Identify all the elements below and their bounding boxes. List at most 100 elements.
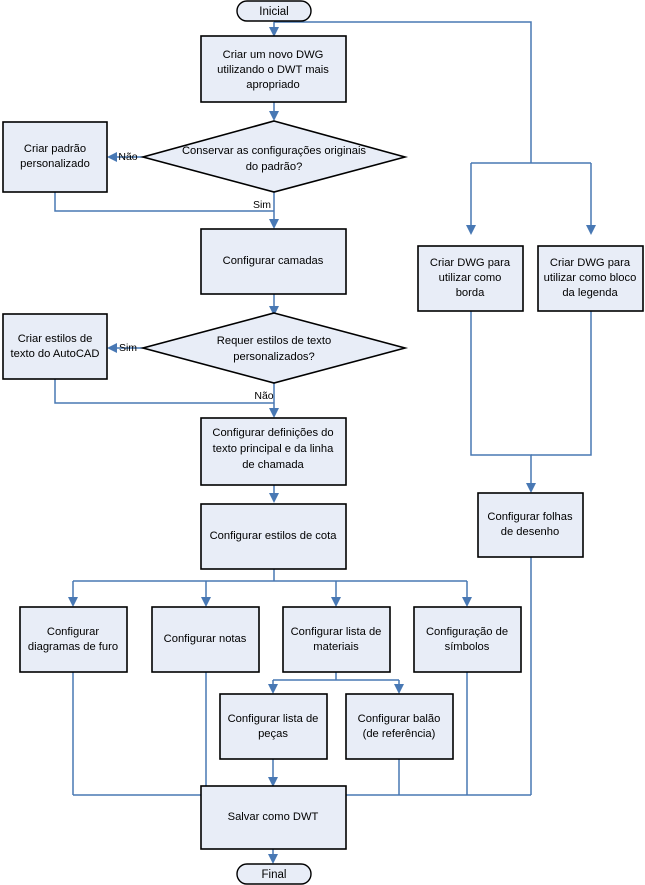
node-decision-conservar-line-1: Conservar as configurações originais xyxy=(182,145,366,157)
arrow-to-salvar-dwt xyxy=(268,777,278,787)
node-decision-conservar-line-2: do padrão? xyxy=(246,161,303,173)
node-criar-padrao-line-2: personalizado xyxy=(20,158,90,170)
arrow-to-balao xyxy=(394,684,404,694)
arrow-decision1-nao xyxy=(107,152,117,162)
node-salvar-dwt-shape xyxy=(200,785,347,850)
connector-dwg-legenda-down xyxy=(531,311,592,456)
node-estilos-cota[interactable]: Configurar estilos de cota xyxy=(200,503,347,570)
connector-inicial-to-right-branch xyxy=(274,21,532,163)
node-decision-conservar-config[interactable]: Conservar as configurações originais do … xyxy=(139,120,409,193)
node-definicoes-texto-line-2: texto principal e da linha xyxy=(213,443,334,455)
arrow-to-notas xyxy=(201,597,211,607)
connector-rightsplit xyxy=(470,162,592,228)
node-dwg-borda[interactable]: Criar DWG para utilizar como borda xyxy=(417,245,524,312)
connector-criarpadrao-rejoin xyxy=(54,192,274,212)
node-configurar-camadas-line-1: Configurar camadas xyxy=(223,255,324,267)
node-dwg-borda-line-1: Criar DWG para xyxy=(430,257,511,269)
node-criar-padrao-line-1: Criar padrão xyxy=(24,143,86,155)
node-definicoes-texto-shape xyxy=(200,417,347,486)
arrow-to-folhas-desenho xyxy=(526,483,536,493)
edge-label-conservar-nao: Não xyxy=(118,151,137,163)
terminator-end-label: Final xyxy=(262,869,287,881)
node-criar-estilos-texto-line-2: texto do AutoCAD xyxy=(11,348,100,360)
node-simbolos-line-1: Configuração de xyxy=(426,626,508,638)
node-lista-materiais[interactable]: Configurar lista de materiais xyxy=(282,606,391,673)
node-balao-line-1: Configurar balão xyxy=(358,713,441,725)
arrow-camadas-to-decision2 xyxy=(269,306,279,316)
connector-estilostexto-rejoin xyxy=(54,379,274,404)
node-criar-estilos-texto-line-1: Criar estilos de xyxy=(18,333,93,345)
connector-dwg-borda-down xyxy=(470,311,532,487)
arrow-to-lista-pecas xyxy=(268,684,278,694)
node-folhas-desenho-line-2: de desenho xyxy=(501,526,559,538)
arrow-to-diagramas-furo xyxy=(68,597,78,607)
node-diagramas-furo-line-1: Configurar xyxy=(47,626,100,638)
edge-label-requer-nao: Não xyxy=(254,390,273,402)
node-definicoes-texto-line-3: de chamada xyxy=(242,459,304,471)
node-salvar-dwt[interactable]: Salvar como DWT xyxy=(200,785,347,850)
node-balao[interactable]: Configurar balão (de referência) xyxy=(345,693,454,760)
node-decision-requer-estilos[interactable]: Requer estilos de texto personalizados? xyxy=(139,312,409,384)
node-lista-pecas[interactable]: Configurar lista de peças xyxy=(219,693,328,760)
node-criar-dwg-line-1: Criar um novo DWG xyxy=(223,49,324,61)
arrow-to-lista-materiais xyxy=(331,597,341,607)
arrow-criardwg-to-decision1 xyxy=(269,111,279,121)
node-definicoes-texto-line-1: Configurar definições do xyxy=(212,427,333,439)
arrow-to-simbolos xyxy=(462,597,472,607)
node-terminator-end[interactable]: Final xyxy=(236,863,312,885)
node-configurar-camadas[interactable]: Configurar camadas xyxy=(200,228,347,295)
arrow-to-dwg-borda xyxy=(466,225,476,235)
node-lista-pecas-shape xyxy=(219,693,328,760)
node-simbolos-line-2: símbolos xyxy=(445,641,490,653)
node-lista-pecas-line-1: Configurar lista de xyxy=(228,713,319,725)
connector-cota-fanout-bus xyxy=(72,569,468,601)
node-simbolos[interactable]: Configuração de símbolos xyxy=(413,606,522,673)
node-estilos-cota-line-1: Configurar estilos de cota xyxy=(210,530,338,542)
node-dwg-borda-shape xyxy=(417,245,524,312)
node-criar-estilos-texto-shape xyxy=(2,313,108,380)
node-lista-materiais-shape xyxy=(282,606,391,673)
node-criar-dwg-line-3: apropriado xyxy=(246,79,300,91)
node-notas[interactable]: Configurar notas xyxy=(151,606,260,673)
node-diagramas-furo[interactable]: Configurar diagramas de furo xyxy=(19,606,128,673)
node-criar-estilos-texto[interactable]: Criar estilos de texto do AutoCAD xyxy=(2,313,108,380)
node-estilos-cota-shape xyxy=(200,503,347,570)
connector-layer xyxy=(54,21,596,864)
node-balao-shape xyxy=(345,693,454,760)
node-diagramas-furo-line-2: diagramas de furo xyxy=(28,641,118,653)
node-folhas-desenho-line-1: Configurar folhas xyxy=(487,511,573,523)
node-diagramas-furo-shape xyxy=(19,606,128,673)
edge-label-requer-sim: Sim xyxy=(119,342,137,354)
node-definicoes-texto[interactable]: Configurar definições do texto principal… xyxy=(200,417,347,486)
node-criar-padrao[interactable]: Criar padrão personalizado xyxy=(2,121,108,193)
terminator-start-shape xyxy=(236,0,312,22)
node-decision-conservar-shape xyxy=(139,120,409,193)
arrow-to-definicoes-texto xyxy=(269,408,279,418)
arrow-to-dwg-legenda xyxy=(586,225,596,235)
node-terminator-start[interactable]: Inicial xyxy=(236,0,312,22)
node-decision-requer-line-1: Requer estilos de texto xyxy=(217,335,331,347)
node-criar-dwg-shape xyxy=(200,35,347,103)
node-folhas-desenho-shape xyxy=(477,492,584,558)
node-lista-materiais-line-1: Configurar lista de xyxy=(291,626,382,638)
node-dwg-legenda[interactable]: Criar DWG para utilizar como bloco da le… xyxy=(537,245,644,312)
node-notas-line-1: Configurar notas xyxy=(164,633,247,645)
arrow-inicial-to-criardwg xyxy=(269,27,279,37)
terminator-start-label: Inicial xyxy=(259,6,288,18)
node-folhas-desenho[interactable]: Configurar folhas de desenho xyxy=(477,492,584,558)
node-configurar-camadas-shape xyxy=(200,228,347,295)
terminator-end-shape xyxy=(236,863,312,885)
connector-materiais-split xyxy=(272,672,400,688)
node-decision-requer-shape xyxy=(139,312,409,384)
node-dwg-borda-line-3: borda xyxy=(456,287,485,299)
node-dwg-legenda-line-1: Criar DWG para xyxy=(550,257,631,269)
node-lista-pecas-line-2: peças xyxy=(258,728,288,740)
node-balao-line-2: (de referência) xyxy=(363,728,436,740)
node-salvar-dwt-line-1: Salvar como DWT xyxy=(228,811,319,823)
node-criar-padrao-shape xyxy=(2,121,108,193)
node-dwg-borda-line-2: utilizar como xyxy=(439,272,502,284)
node-criar-dwg[interactable]: Criar um novo DWG utilizando o DWT mais … xyxy=(200,35,347,103)
arrow-salvar-to-final xyxy=(268,854,278,864)
